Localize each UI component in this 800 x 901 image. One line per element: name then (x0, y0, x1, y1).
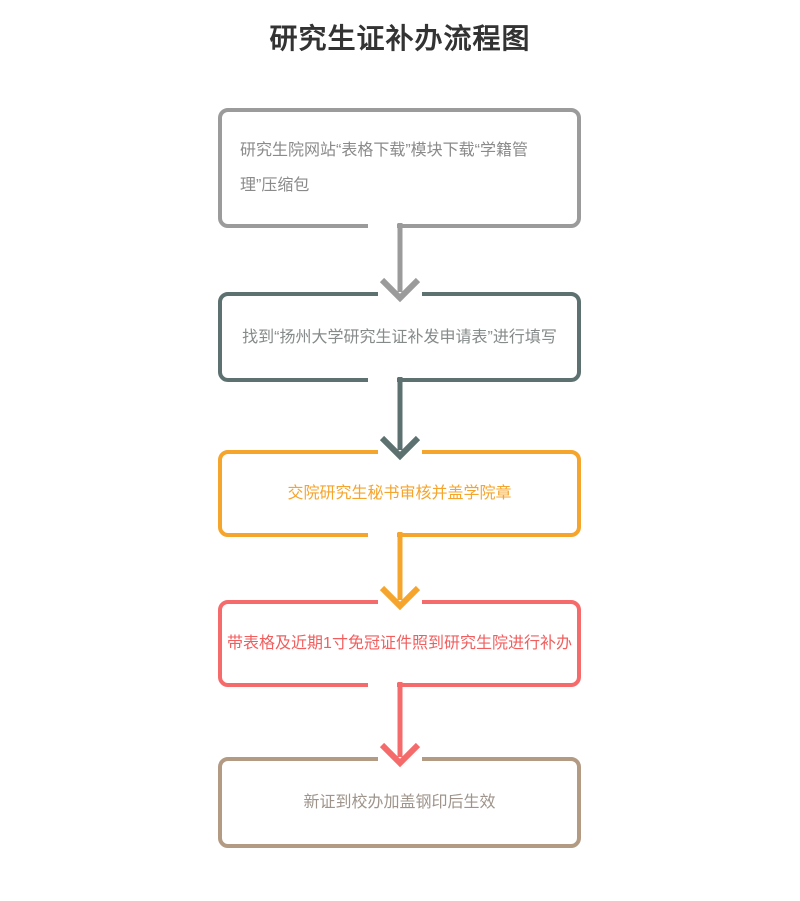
flow-step-text: 找到“扬州大学研究生证补发申请表”进行填写 (242, 328, 557, 346)
arrow-down-icon (379, 377, 421, 461)
border-notch (368, 223, 397, 229)
flow-step-download-package: 研究生院网站“表格下载”模块下载“学籍管理”压缩包 (218, 108, 581, 228)
border-notch (368, 681, 397, 687)
flow-step-text: 新证到校办加盖钢印后生效 (303, 794, 496, 811)
flow-step-steel-seal: 新证到校办加盖钢印后生效 (218, 757, 581, 848)
flow-step-text: 带表格及近期1寸免冠证件照到研究生院进行补办 (227, 635, 572, 652)
page-title: 研究生证补办流程图 (269, 23, 531, 54)
arrow-down-icon (379, 682, 421, 768)
border-notch (368, 377, 397, 383)
flow-step-text: 研究生院网站“表格下载”模块下载“学籍管理”压缩包 (240, 142, 528, 194)
flow-step-text: 交院研究生秘书审核并盖学院章 (287, 485, 512, 502)
border-notch (368, 531, 397, 537)
arrow-down-icon (379, 532, 421, 611)
flow-step-fill-form: 找到“扬州大学研究生证补发申请表”进行填写 (218, 292, 581, 382)
arrow-down-icon (379, 223, 421, 303)
flow-step-submit-photo: 带表格及近期1寸免冠证件照到研究生院进行补办 (218, 600, 581, 687)
flow-step-secretary-review: 交院研究生秘书审核并盖学院章 (218, 450, 581, 537)
